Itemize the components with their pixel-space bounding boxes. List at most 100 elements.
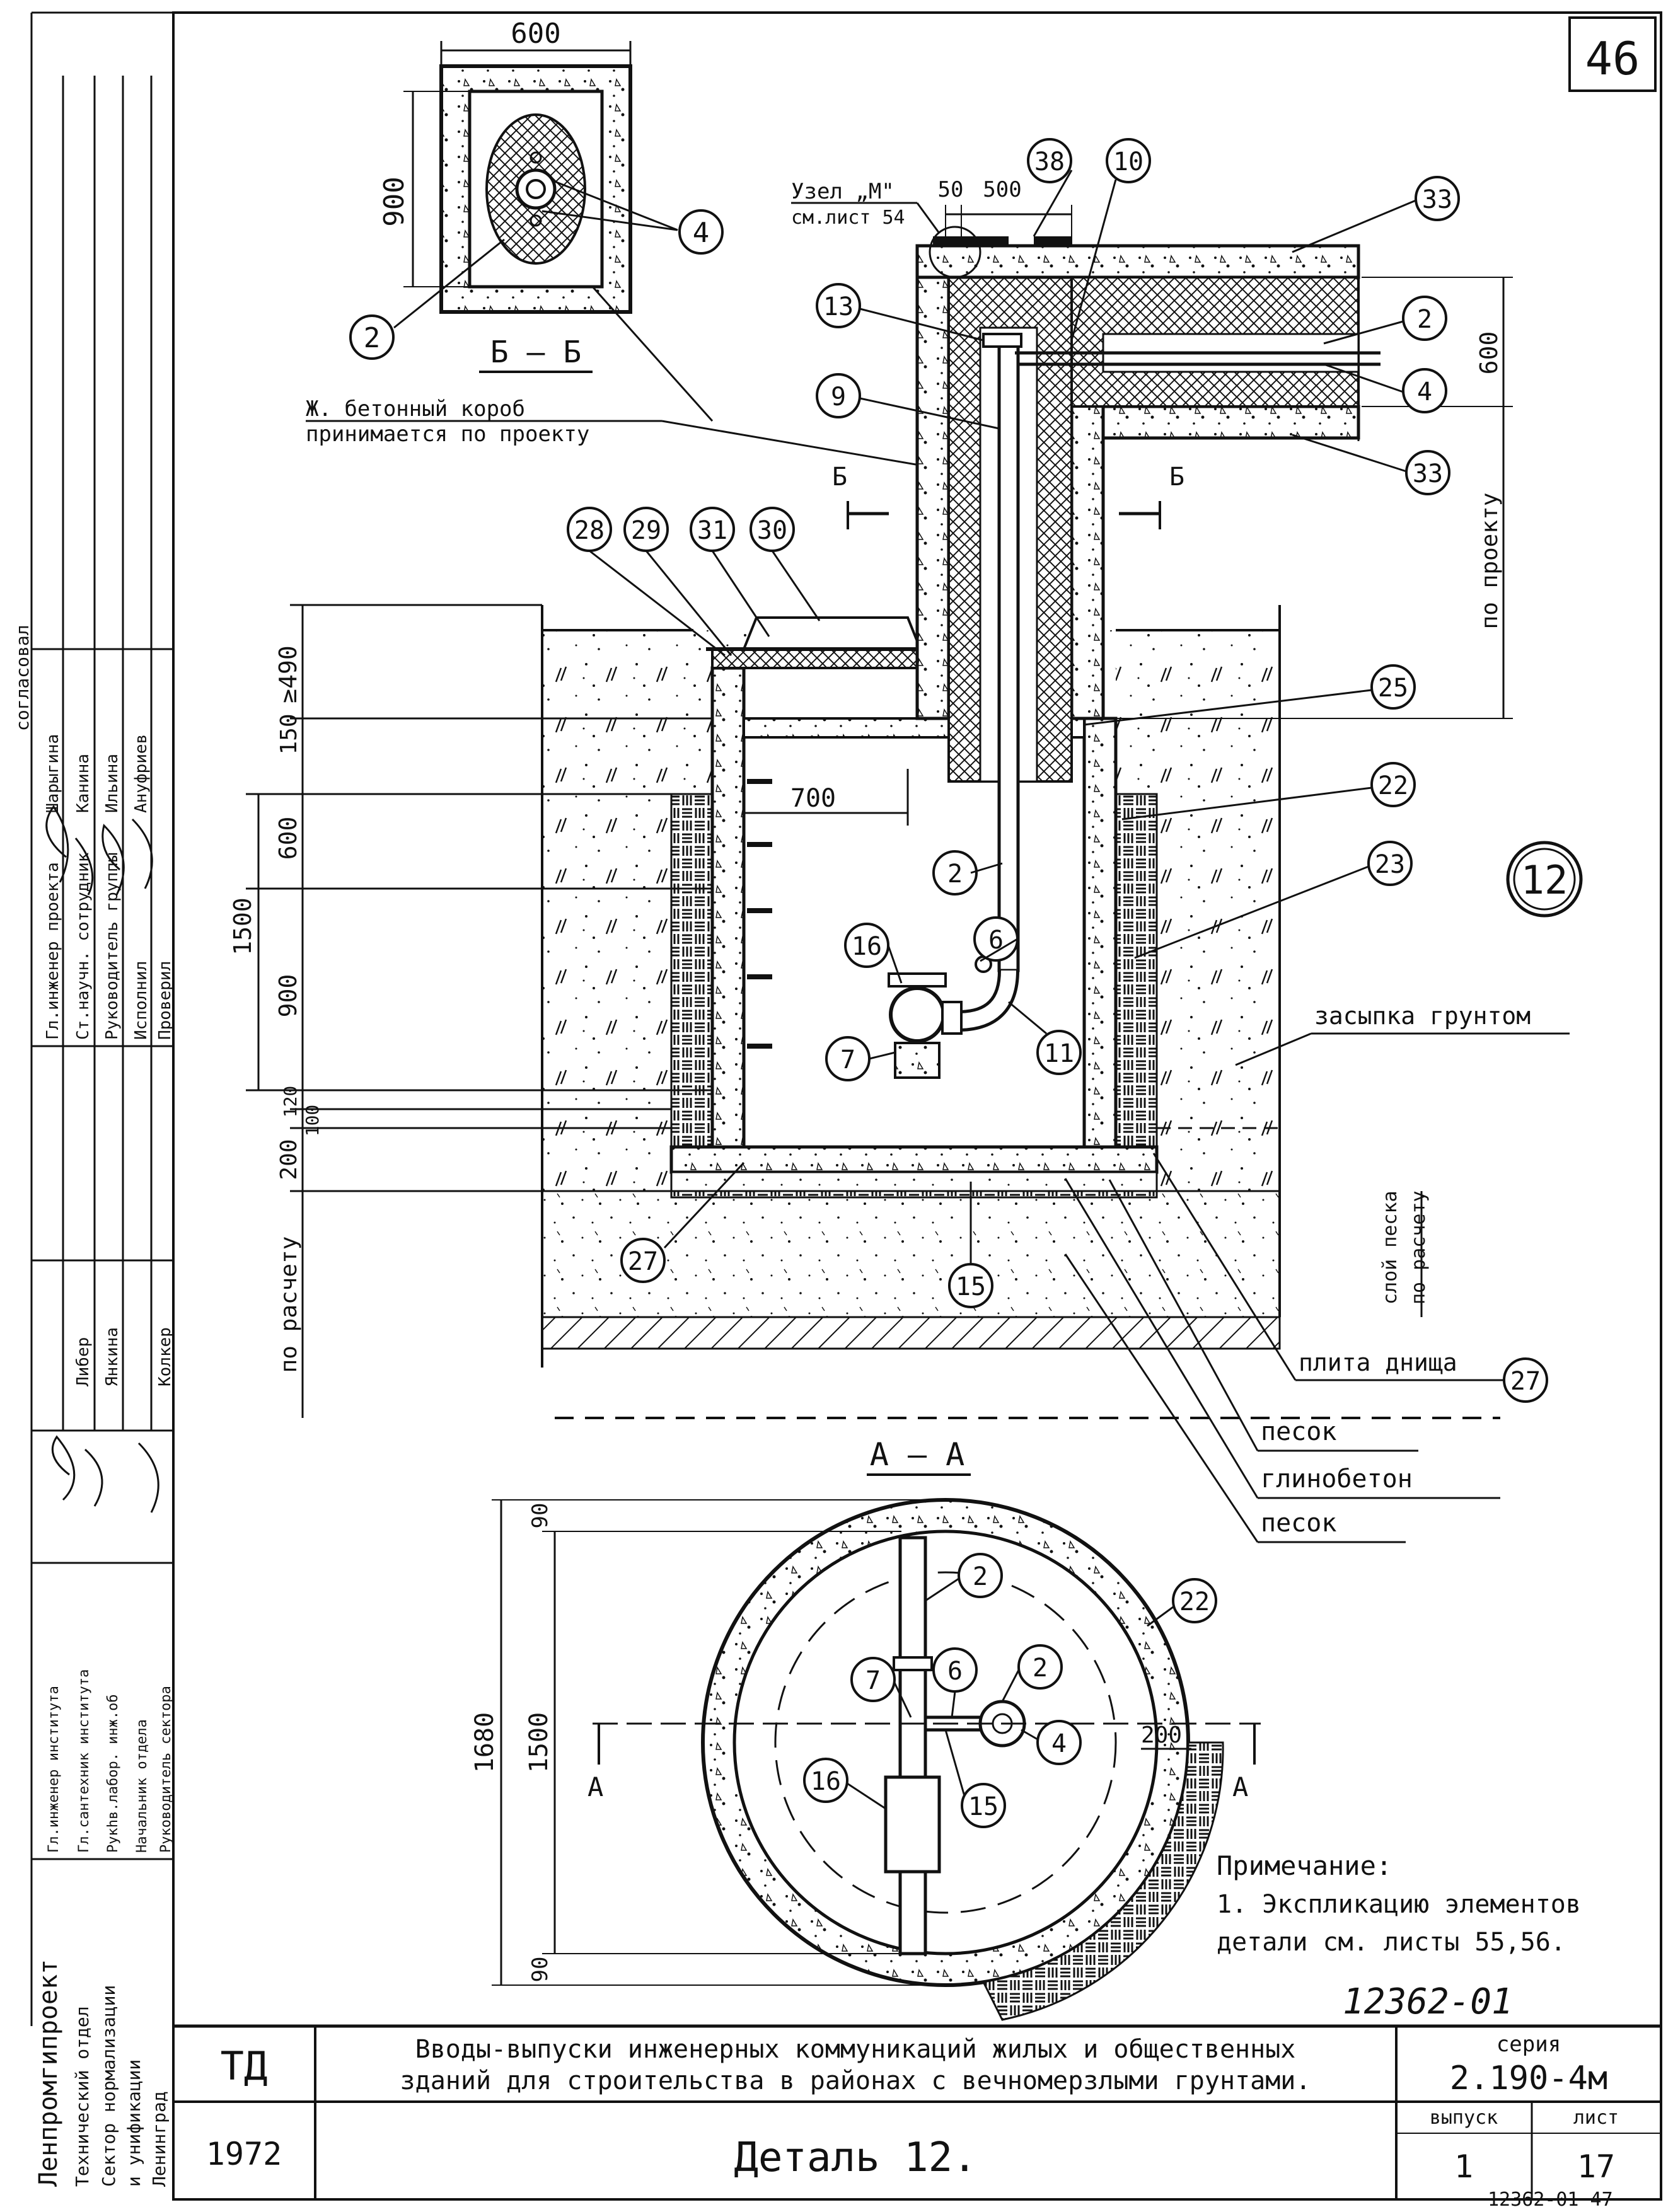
svg-text:25: 25 (1378, 674, 1408, 703)
svg-text:22: 22 (1378, 771, 1408, 800)
bb-callout-4 (678, 209, 724, 255)
svg-text:15: 15 (968, 1792, 999, 1821)
bb-title: Б — Б (490, 335, 582, 370)
svg-text:100: 100 (302, 1105, 323, 1137)
elevation-section: ≥490 150 600 1500 900 120 100 200 по рас… (229, 138, 1583, 1543)
svg-text:50: 50 (938, 177, 964, 202)
svg-text:30: 30 (757, 516, 787, 545)
tb-title-line2: зданий для строительства в районах с веч… (400, 2066, 1311, 2095)
svg-text:Ленинград: Ленинград (149, 2091, 170, 2187)
svg-text:2: 2 (364, 322, 381, 354)
tb-series-value: 2.190-4м (1450, 2059, 1607, 2097)
svg-text:Шарыгина: Шарыгина (43, 734, 62, 813)
svg-text:согласовал: согласовал (12, 625, 33, 731)
tb-series-label: серия (1496, 2032, 1561, 2057)
tb-detail: Деталь 12. (734, 2134, 976, 2181)
svg-text:6: 6 (947, 1657, 963, 1686)
svg-text:13: 13 (823, 292, 854, 321)
svg-text:7: 7 (840, 1046, 855, 1074)
svg-text:11: 11 (1044, 1039, 1074, 1068)
svg-text:Канина: Канина (74, 754, 93, 813)
svg-text:6: 6 (988, 926, 1004, 955)
svg-text:16: 16 (852, 932, 882, 961)
svg-text:Начальник отдела: Начальник отдела (134, 1719, 150, 1853)
svg-text:200: 200 (276, 1139, 302, 1180)
svg-text:Руководитель группы: Руководитель группы (103, 853, 122, 1040)
svg-text:4: 4 (693, 217, 710, 249)
aa-title: А — А (870, 1436, 965, 1473)
svg-text:Ануфриев: Ануфриев (132, 734, 151, 813)
svg-text:А: А (588, 1771, 603, 1802)
svg-text:Исполнил: Исполнил (132, 961, 151, 1040)
svg-text:16: 16 (811, 1767, 841, 1796)
svg-text:900: 900 (274, 974, 302, 1018)
svg-text:22: 22 (1179, 1587, 1210, 1616)
svg-text:1680: 1680 (470, 1712, 499, 1773)
svg-text:Технический отдел: Технический отдел (72, 2006, 93, 2187)
tb-sheet-value: 17 (1577, 2148, 1615, 2185)
section-aa: А — А А А 90 1680 1500 90 200 2 (470, 1436, 1261, 2021)
svg-text:120: 120 (280, 1086, 301, 1118)
tb-issue-label: выпуск (1430, 2107, 1498, 2129)
bottom-code: 12362-01 47 (1488, 2189, 1613, 2211)
svg-text:Сектор нормализации: Сектор нормализации (98, 1985, 119, 2187)
svg-text:28: 28 (574, 516, 605, 545)
svg-text:2: 2 (1417, 305, 1432, 334)
bb-width-dim: 600 (511, 18, 560, 50)
sheet-number-box: 46 (1568, 16, 1657, 92)
note-line1: 1. Экспликацию элементов (1217, 1890, 1581, 1919)
svg-text:Ильина: Ильина (103, 754, 122, 813)
side-stamp: согласовал Гл.инженер проекта Ст.научн. … (12, 13, 175, 2187)
title-block: ТД 1972 Вводы-выпуски инженерных коммуни… (173, 2024, 1661, 2199)
box-note-line1: Ж. бетонный короб (306, 396, 525, 422)
svg-text:Гл.инженер института: Гл.инженер института (46, 1686, 62, 1853)
svg-text:27: 27 (628, 1247, 658, 1276)
svg-text:23: 23 (1375, 850, 1405, 879)
section-bb: 600 900 4 2 Б — Б Ж. бетонный короб прин… (306, 18, 927, 468)
svg-text:Б: Б (832, 463, 847, 492)
svg-text:2: 2 (947, 860, 963, 889)
svg-text:1500: 1500 (524, 1712, 553, 1773)
sand-layer-line2: по расчету (1408, 1190, 1430, 1305)
svg-text:1500: 1500 (229, 897, 257, 955)
svg-text:глинобетон: глинобетон (1261, 1465, 1413, 1494)
svg-text:600: 600 (274, 817, 302, 860)
handwritten-code: 12362-01 (1343, 1981, 1513, 2022)
svg-text:2: 2 (1033, 1654, 1048, 1683)
svg-text:500: 500 (983, 177, 1021, 202)
tb-issue-value: 1 (1454, 2148, 1473, 2185)
svg-text:4: 4 (1417, 377, 1432, 406)
svg-text:Б: Б (1169, 463, 1184, 492)
svg-text:9: 9 (831, 383, 846, 412)
svg-text:29: 29 (631, 516, 661, 545)
svg-text:600: 600 (1475, 331, 1503, 375)
svg-text:12: 12 (1521, 857, 1568, 903)
svg-text:15: 15 (956, 1272, 986, 1301)
node-ref-line2: см.лист 54 (791, 207, 905, 229)
svg-text:Ст.научн. сотрудник: Ст.научн. сотрудник (74, 852, 93, 1040)
svg-text:200: 200 (1141, 1722, 1182, 1748)
svg-text:≥490: ≥490 (274, 645, 302, 703)
leader-labels: плита днища 27 песок глинобетон песок (1064, 1153, 1548, 1543)
svg-text:90: 90 (528, 1503, 553, 1529)
svg-text:и унификации: и унификации (124, 2059, 144, 2187)
svg-text:песок: песок (1261, 1417, 1336, 1446)
box-note-line2: принимается по проекту (306, 422, 589, 447)
svg-text:7: 7 (865, 1666, 881, 1695)
svg-text:по расчету: по расчету (276, 1236, 302, 1373)
svg-text:Рукhв.лабор. инж.об: Рукhв.лабор. инж.об (105, 1694, 121, 1853)
note-line2: детали см. листы 55,56. (1217, 1928, 1566, 1957)
bb-callout-2 (349, 314, 395, 360)
svg-text:песок: песок (1261, 1509, 1336, 1538)
svg-text:2: 2 (973, 1562, 988, 1591)
detail-number-badge (1506, 841, 1583, 918)
svg-text:Руководитель сектора: Руководитель сектора (158, 1686, 174, 1853)
tb-title-line1: Вводы-выпуски инженерных коммуникаций жи… (415, 2035, 1296, 2064)
bb-height-dim: 900 (378, 176, 410, 226)
svg-text:10: 10 (1113, 147, 1143, 176)
svg-text:по проекту: по проекту (1477, 493, 1503, 630)
tb-left-bottom: 1972 (206, 2136, 282, 2172)
svg-text:33: 33 (1422, 185, 1452, 214)
svg-text:4: 4 (1051, 1729, 1067, 1758)
